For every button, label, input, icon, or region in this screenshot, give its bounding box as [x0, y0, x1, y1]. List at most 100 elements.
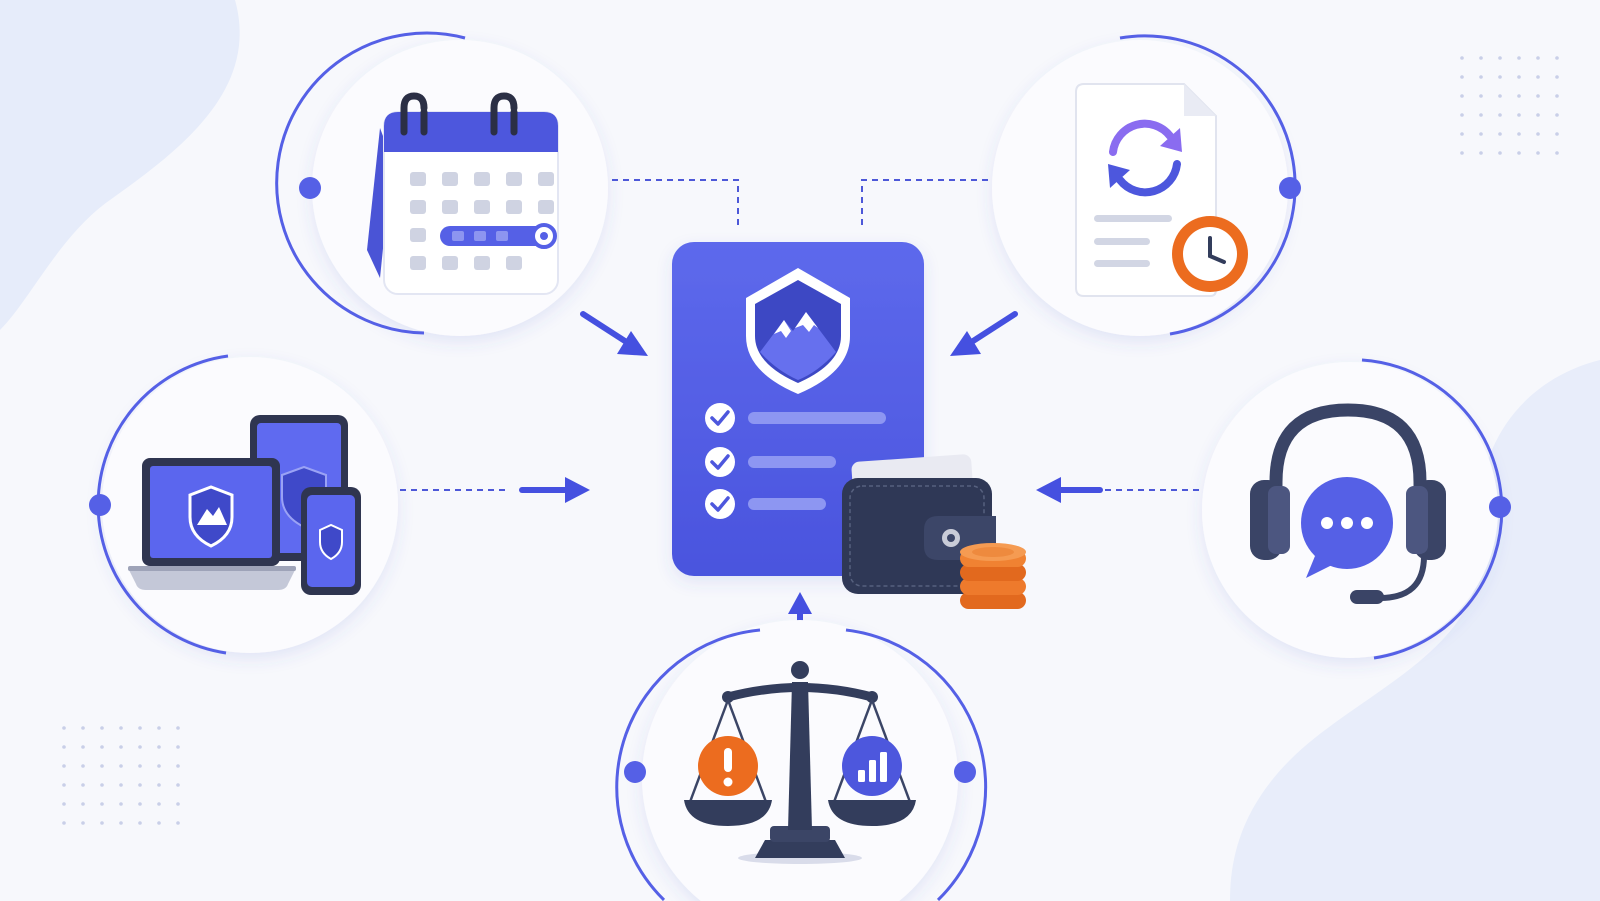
calendar-day-cell [474, 200, 490, 214]
decor-dot [157, 821, 161, 825]
calendar-icon [367, 92, 559, 295]
decor-dot [1498, 75, 1502, 79]
decor-dot [138, 783, 142, 787]
decor-dot [138, 726, 142, 730]
decor-dot [1460, 151, 1464, 155]
calendar-day-cell [442, 172, 458, 186]
connector-document [861, 179, 988, 228]
calendar-day-cell [442, 256, 458, 270]
connector-calendar [612, 179, 739, 228]
decor-dot [1536, 151, 1540, 155]
bar-chart-icon [842, 736, 902, 796]
decor-dot [1536, 113, 1540, 117]
decor-dot [1555, 113, 1559, 117]
calendar-day-cell [442, 200, 458, 214]
shield-icon [746, 268, 850, 394]
decor-dot [157, 783, 161, 787]
calendar-day-cell [474, 172, 490, 186]
dot-grid-bottom-left [62, 726, 180, 825]
decor-dot [1536, 94, 1540, 98]
decor-dot [119, 821, 123, 825]
arrow-from-document [950, 311, 1018, 356]
decor-dot [1498, 113, 1502, 117]
node-document-ring [1119, 34, 1297, 336]
sync-arrows-icon [1109, 119, 1181, 197]
headset-icon [1250, 403, 1446, 604]
decor-dot [1555, 56, 1559, 60]
decor-dot [62, 726, 66, 730]
decor-dot [138, 764, 142, 768]
decor-dot [1536, 56, 1540, 60]
decor-dot [1517, 132, 1521, 136]
node-document-sync [992, 34, 1301, 336]
calendar-day-cell [538, 172, 554, 186]
decor-dot [1498, 151, 1502, 155]
calendar-day-cell [410, 256, 426, 270]
scale-icon [684, 661, 916, 864]
decor-dot [1460, 94, 1464, 98]
decor-dot [1460, 113, 1464, 117]
decor-dot [62, 783, 66, 787]
decor-dot [176, 802, 180, 806]
arrow-from-devices [519, 477, 590, 503]
node-headset-dot [1489, 496, 1511, 518]
decor-dot [1517, 113, 1521, 117]
decor-dot [176, 726, 180, 730]
decor-dot [138, 745, 142, 749]
decor-dot [100, 745, 104, 749]
decor-dot [1536, 132, 1540, 136]
calendar-grid [410, 172, 554, 270]
decor-dot [81, 783, 85, 787]
decor-dot [100, 802, 104, 806]
decor-dot [1555, 151, 1559, 155]
decor-dot [81, 726, 85, 730]
decor-dot [119, 764, 123, 768]
decor-dot [100, 764, 104, 768]
calendar-day-cell [506, 256, 522, 270]
decor-dot [157, 726, 161, 730]
decor-dot [1460, 132, 1464, 136]
calendar-day-cell [506, 200, 522, 214]
right-pan [828, 800, 916, 826]
node-scale-ring-left [615, 628, 761, 901]
checklist-item [705, 403, 886, 433]
decor-dot [119, 802, 123, 806]
center-hub [672, 242, 1026, 609]
decor-dot [100, 726, 104, 730]
decor-dot [176, 783, 180, 787]
blob-bottom-right [1230, 360, 1600, 901]
checklist-item [705, 447, 836, 477]
calendar-range-bar [440, 226, 548, 246]
decor-dot [81, 764, 85, 768]
decor-dot [138, 821, 142, 825]
arrow-from-headset [1036, 477, 1103, 503]
decor-dot [176, 821, 180, 825]
warning-icon [698, 736, 758, 796]
left-pan [684, 800, 772, 826]
checklist [705, 403, 886, 519]
decor-dot [119, 726, 123, 730]
decor-dot [119, 783, 123, 787]
decor-dot [81, 821, 85, 825]
decor-dot [138, 802, 142, 806]
calendar-day-cell [410, 200, 426, 214]
decor-dot [1479, 113, 1483, 117]
decor-dot [157, 764, 161, 768]
decor-dot [1479, 94, 1483, 98]
calendar-day-cell [474, 256, 490, 270]
decor-dot [157, 802, 161, 806]
decor-dot [1498, 56, 1502, 60]
node-scale-ring-right [845, 628, 988, 901]
chat-bubble-icon [1301, 477, 1393, 578]
node-scale-dot-right [954, 761, 976, 783]
decor-dot [1479, 151, 1483, 155]
blob-top-left [0, 0, 240, 330]
decor-dot [100, 821, 104, 825]
decor-dot [1517, 75, 1521, 79]
calendar-day-cell [538, 200, 554, 214]
coins-icon [960, 543, 1026, 609]
decor-dot [176, 745, 180, 749]
node-document-dot [1279, 177, 1301, 199]
decor-dot [62, 745, 66, 749]
